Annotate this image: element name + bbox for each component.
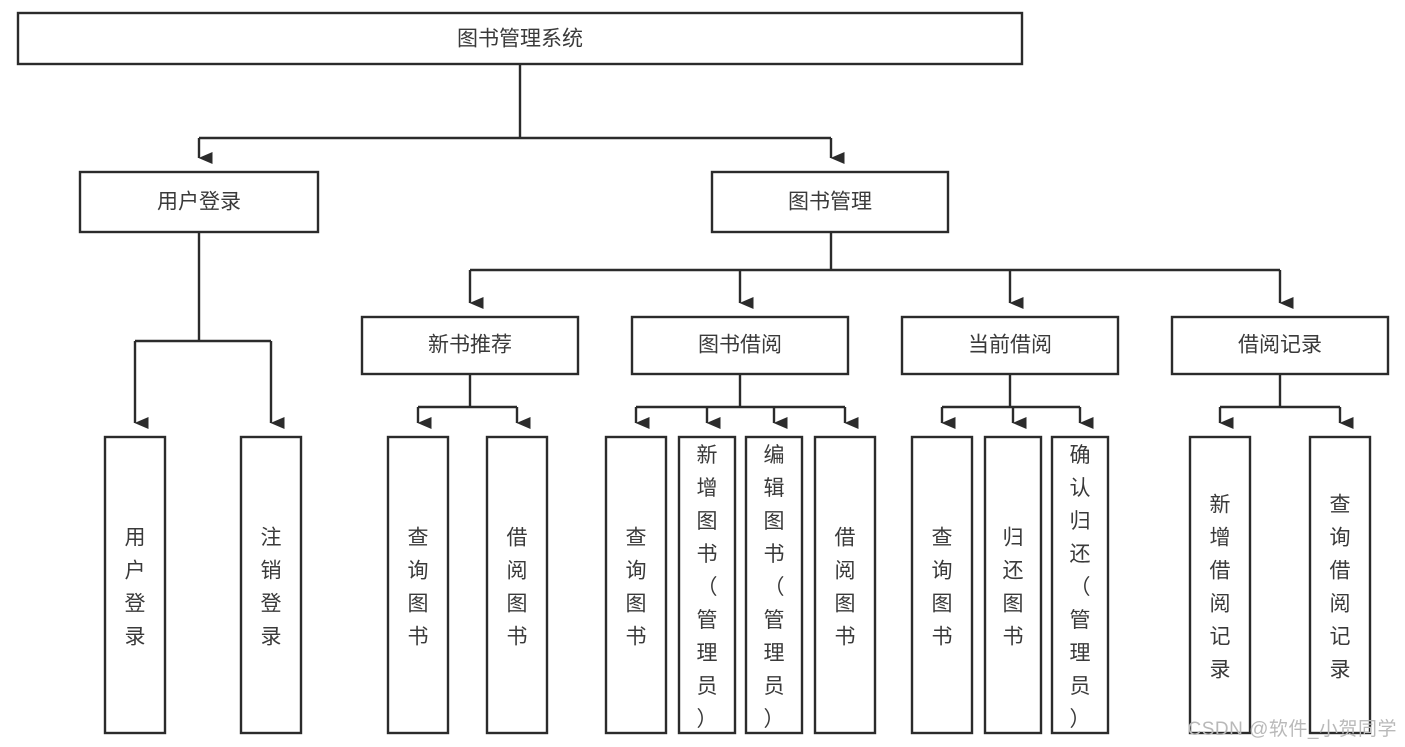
node-leaf-query-record-rect[interactable] [1308,435,1372,735]
node-current-borrow-rect[interactable] [900,315,1120,376]
node-book-manage-rect[interactable] [710,170,950,234]
node-leaf-logout-label: 注销登录 [261,527,282,649]
node-leaf-query-book-rec[interactable]: 查询图书 [386,435,450,735]
node-current-borrow-label: 当前借阅 [968,334,1052,357]
connector-group-book-manage [468,232,1294,309]
node-leaf-borrow-book-rect[interactable] [813,435,877,735]
node-leaf-edit-book-rect[interactable] [744,435,804,735]
node-new-book-recommend[interactable]: 新书推荐 [360,315,580,376]
node-leaf-query-book-cur-label: 查询图书 [932,527,953,649]
connector-group-book-borrow [634,374,859,429]
node-leaf-return-book-rect[interactable] [983,435,1043,735]
node-borrow-record-rect[interactable] [1170,315,1390,376]
node-leaf-query-book-borrow[interactable]: 查询图书 [604,435,668,735]
node-leaf-query-book-rec-rect[interactable] [386,435,450,735]
connector-group-root [197,64,845,164]
node-new-book-recommend-rect[interactable] [360,315,580,376]
node-leaf-add-record-rect[interactable] [1188,435,1252,735]
node-leaf-query-book-cur-rect[interactable] [910,435,974,735]
node-leaf-user-login[interactable]: 用户登录 [103,435,167,735]
node-book-borrow-label: 图书借阅 [698,334,782,357]
node-leaf-logout[interactable]: 注销登录 [239,435,303,735]
node-user-login[interactable]: 用户登录 [78,170,320,234]
node-leaf-edit-book[interactable]: 编辑图书（管理员） [744,435,804,735]
node-user-login-rect[interactable] [78,170,320,234]
node-new-book-recommend-label: 新书推荐 [428,334,512,357]
node-leaf-borrow-book-rec[interactable]: 借阅图书 [485,435,549,735]
node-leaf-borrow-book-rec-label: 借阅图书 [507,527,528,649]
node-borrow-record-label: 借阅记录 [1238,334,1322,357]
node-leaf-query-record-label: 查询借阅记录 [1330,494,1351,682]
node-user-login-label: 用户登录 [157,191,241,214]
node-leaf-query-book-rec-label: 查询图书 [408,527,429,649]
node-root[interactable]: 图书管理系统 [16,11,1024,66]
node-leaf-query-book-borrow-label: 查询图书 [626,527,647,649]
node-leaf-borrow-book-label: 借阅图书 [835,527,856,649]
node-leaf-user-login-rect[interactable] [103,435,167,735]
node-book-manage-label: 图书管理 [788,191,872,214]
node-leaf-borrow-book-rec-rect[interactable] [485,435,549,735]
node-book-manage[interactable]: 图书管理 [710,170,950,234]
node-leaf-add-record-label: 新增借阅记录 [1210,494,1231,682]
node-current-borrow[interactable]: 当前借阅 [900,315,1120,376]
node-leaf-query-book-borrow-rect[interactable] [604,435,668,735]
node-root-rect[interactable] [16,11,1024,66]
node-book-borrow-rect[interactable] [630,315,850,376]
node-leaf-query-book-cur[interactable]: 查询图书 [910,435,974,735]
node-leaf-return-book[interactable]: 归还图书 [983,435,1043,735]
node-leaf-return-book-label: 归还图书 [1003,527,1024,649]
node-leaf-confirm-return[interactable]: 确认归还（管理员） [1050,435,1110,735]
node-leaf-query-record[interactable]: 查询借阅记录 [1308,435,1372,735]
node-leaf-confirm-return-label: 确认归还（管理员） [1070,444,1091,731]
node-leaf-edit-book-label: 编辑图书（管理员） [764,444,785,731]
csdn-watermark: CSDN @软件_小贺同学 [1187,719,1397,740]
node-leaf-user-login-label: 用户登录 [125,527,146,649]
node-borrow-record[interactable]: 借阅记录 [1170,315,1390,376]
node-leaf-add-book[interactable]: 新增图书（管理员） [677,435,737,735]
node-leaf-add-book-rect[interactable] [677,435,737,735]
connector-group-new-book-recommend [416,374,531,429]
node-leaf-add-record[interactable]: 新增借阅记录 [1188,435,1252,735]
node-leaf-add-book-label: 新增图书（管理员） [697,444,718,731]
node-leaf-confirm-return-rect[interactable] [1050,435,1110,735]
connector-group-current-borrow [940,374,1094,429]
connector-group-borrow-record [1218,374,1354,429]
node-book-borrow[interactable]: 图书借阅 [630,315,850,376]
connector-group-user-login [133,232,285,429]
leaf-node-layer: 用户登录 注销登录 查询图书 借阅图书 查询图书 新增图书（管理员） 编辑图书（管理员） 借阅… [103,435,1372,735]
node-leaf-logout-rect[interactable] [239,435,303,735]
node-leaf-borrow-book[interactable]: 借阅图书 [813,435,877,735]
node-root-label: 图书管理系统 [457,28,583,51]
